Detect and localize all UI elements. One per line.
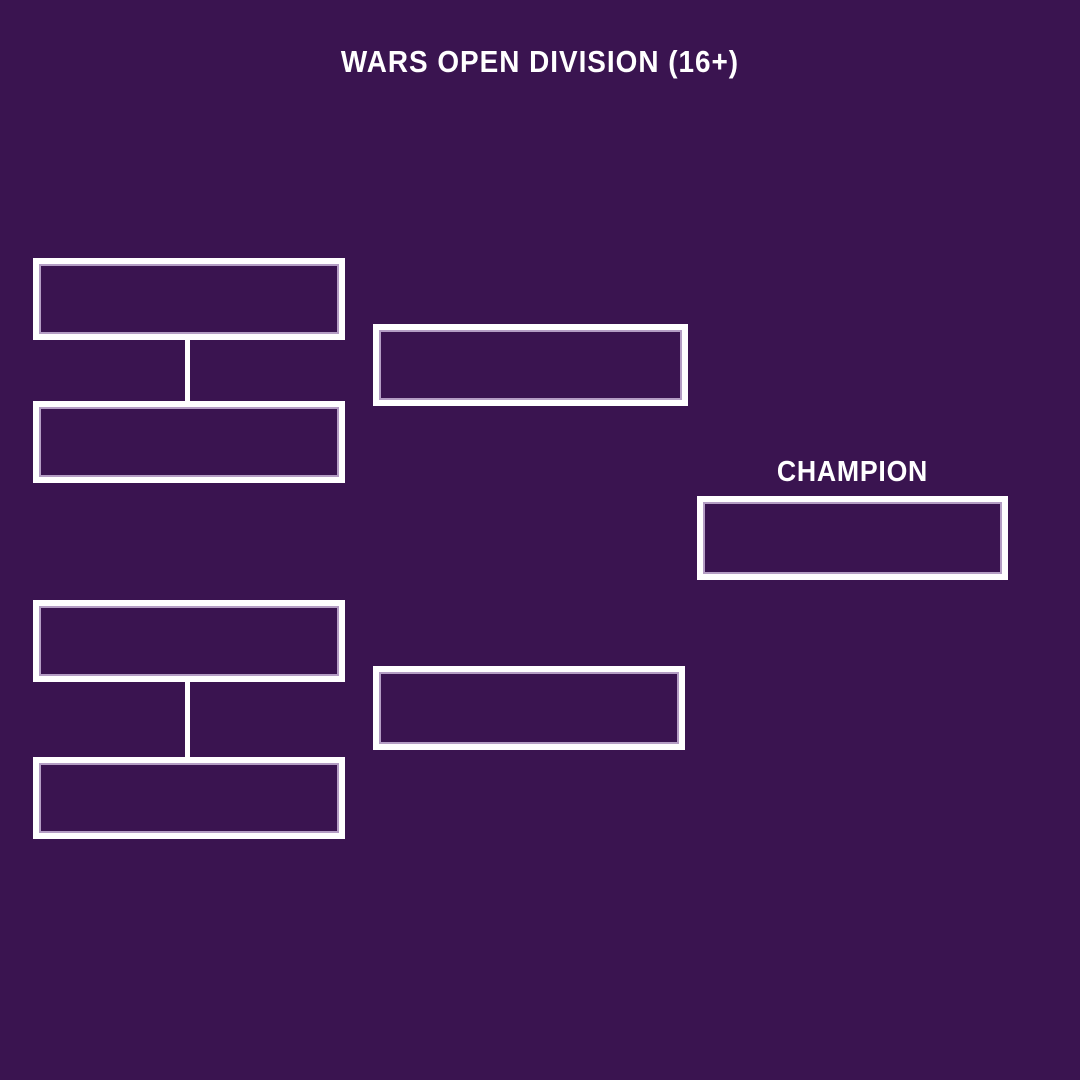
champion-label: CHAMPION (776, 456, 929, 488)
connector-upper (185, 340, 190, 401)
r1-slot-3[interactable] (33, 600, 345, 682)
r1-slot-2[interactable] (33, 401, 345, 483)
page-title: WARS OPEN DIVISION (16+) (340, 44, 740, 79)
r1-slot-1[interactable] (33, 258, 345, 340)
r2-slot-1[interactable] (373, 324, 688, 406)
r2-slot-2[interactable] (373, 666, 685, 750)
champion-slot[interactable] (697, 496, 1008, 580)
r1-slot-4[interactable] (33, 757, 345, 839)
connector-lower (185, 681, 190, 757)
